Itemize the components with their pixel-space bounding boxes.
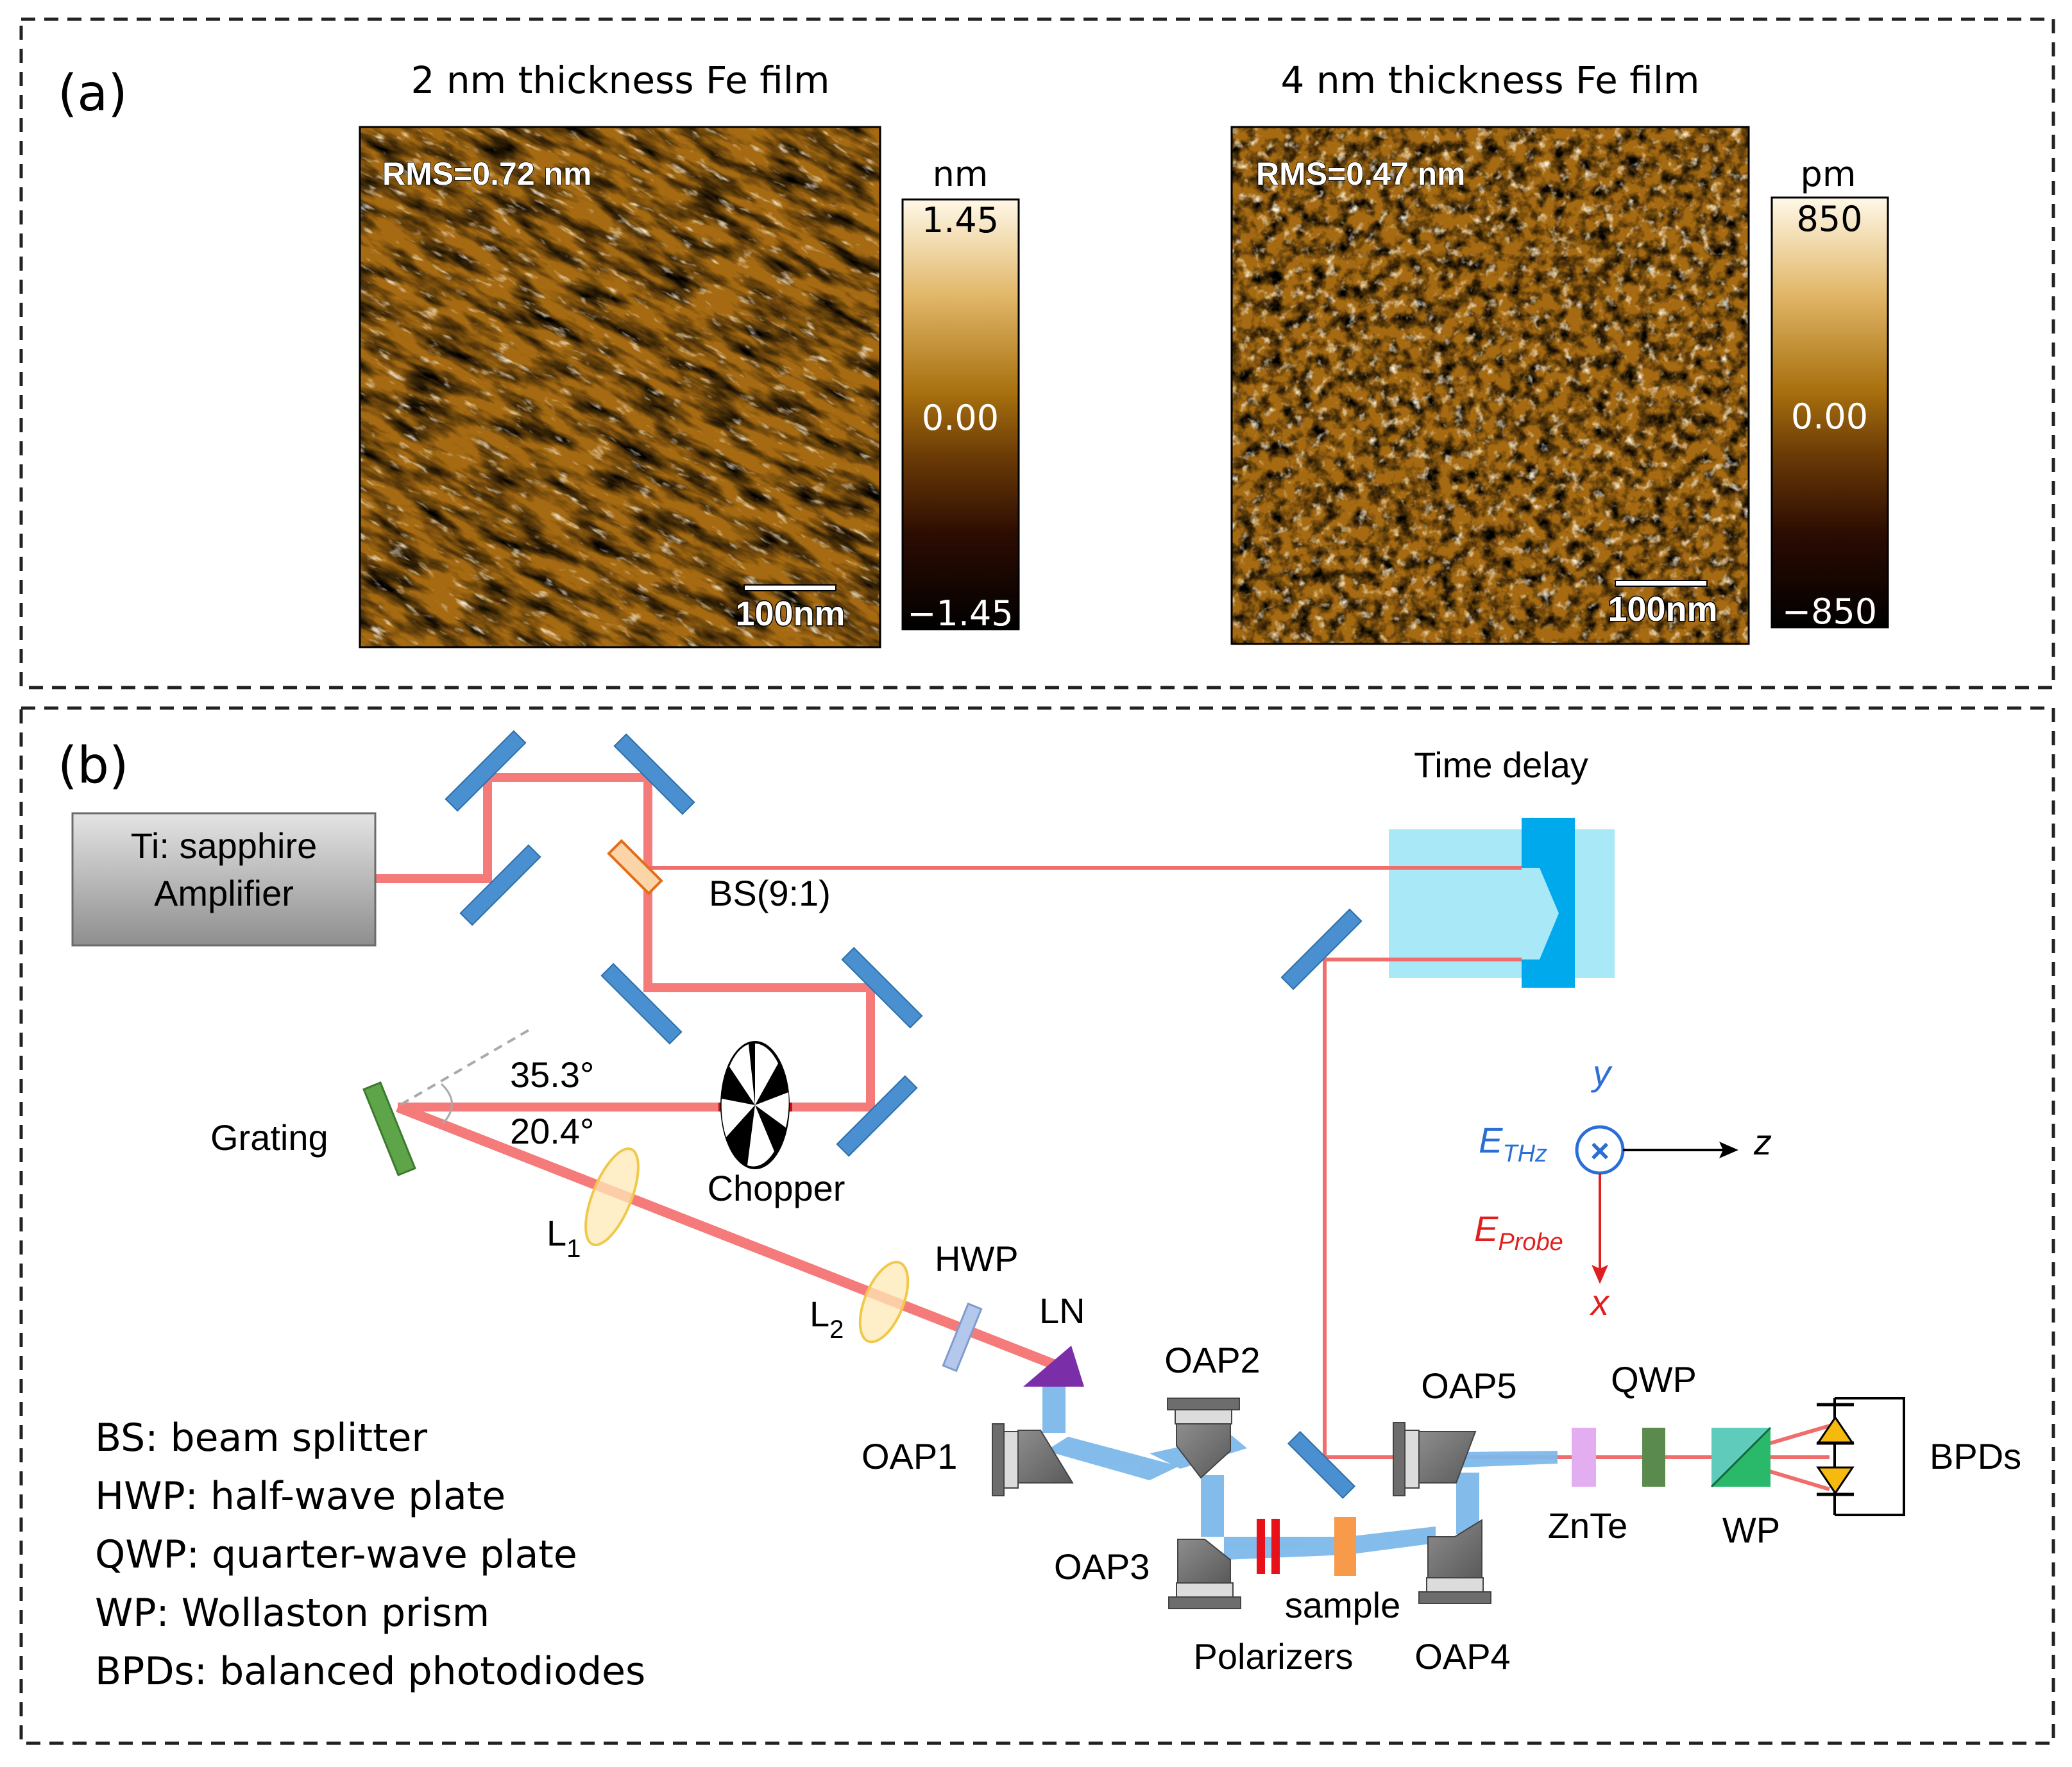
- bs-label: BS(9:1): [709, 873, 831, 913]
- afm2-image: [1232, 127, 1749, 644]
- time-delay-bg: [1389, 829, 1615, 978]
- axis-y-label: y: [1590, 1053, 1613, 1093]
- afm2-frame: [1230, 126, 1750, 645]
- time-delay-label: Time delay: [1414, 745, 1588, 785]
- mirror-8: [1287, 1430, 1356, 1500]
- afm1-frame: [359, 126, 881, 648]
- cbar1-mid: 0.00: [922, 398, 999, 438]
- znte-label: ZnTe: [1548, 1505, 1628, 1546]
- axis-origin-cross: ×: [1590, 1133, 1609, 1170]
- bpds-label: BPDs: [1930, 1436, 2021, 1476]
- lens-l2-label: L2: [810, 1294, 844, 1344]
- polarizer-1: [1257, 1519, 1265, 1574]
- legend-item: HWP: half-wave plate: [95, 1474, 505, 1519]
- ln-crystal: [1023, 1346, 1084, 1387]
- afm1-rms: RMS=0.72 nm: [382, 156, 592, 192]
- oap4: [1418, 1519, 1491, 1604]
- znte: [1572, 1428, 1596, 1487]
- sample: [1334, 1517, 1356, 1576]
- cbar2-min: −850: [1782, 591, 1877, 632]
- mirror-5: [841, 947, 923, 1029]
- amplifier-box: [71, 812, 377, 947]
- oap2-label: OAP2: [1164, 1340, 1260, 1380]
- angle1-label: 35.3°: [510, 1054, 594, 1095]
- angle2-label: 20.4°: [510, 1111, 594, 1151]
- mirror-4: [600, 963, 683, 1045]
- cbar2-max: 850: [1796, 199, 1862, 239]
- oap3: [1168, 1539, 1241, 1609]
- afm2-scalebar: [1615, 580, 1708, 587]
- e-thz-label: ETHz: [1479, 1120, 1547, 1167]
- cbar1-min: −1.45: [907, 593, 1013, 634]
- legend-item: WP: Wollaston prism: [95, 1591, 489, 1636]
- oap5: [1393, 1422, 1477, 1496]
- oap2: [1167, 1398, 1240, 1479]
- angle-ref-dash: [400, 1027, 532, 1106]
- afm2-rms: RMS=0.47 nm: [1256, 156, 1466, 192]
- beam-splitter: [607, 839, 663, 895]
- legend: BS: beam splitter HWP: half-wave plate Q…: [95, 1416, 645, 1694]
- amplifier-line2: Amplifier: [154, 873, 294, 913]
- cbar2: [1771, 196, 1889, 629]
- afm1-image: [360, 127, 880, 647]
- oap1: [992, 1423, 1074, 1496]
- cbar2-unit: pm: [1801, 154, 1856, 194]
- afm1-scalebar: [743, 584, 836, 591]
- time-delay-stage: [1522, 818, 1575, 988]
- hwp-label: HWP: [935, 1239, 1019, 1279]
- qwp-label: QWP: [1611, 1359, 1697, 1399]
- wp-label: WP: [1722, 1510, 1780, 1550]
- wollaston-prism: [1710, 1426, 1772, 1488]
- panel-b-border: [19, 706, 2055, 1745]
- mirror-6: [836, 1075, 918, 1157]
- oap3-label: OAP3: [1054, 1546, 1150, 1587]
- oap4-label: OAP4: [1414, 1636, 1510, 1677]
- sample-label: sample: [1285, 1585, 1401, 1625]
- hwp: [942, 1302, 983, 1373]
- chopper: [720, 1041, 790, 1169]
- polarizers-label: Polarizers: [1194, 1636, 1354, 1677]
- mirrors: [445, 730, 1363, 1500]
- ln-label: LN: [1039, 1290, 1085, 1331]
- panel-b-label: (b): [58, 737, 128, 795]
- afm2-title: 4 nm thickness Fe film: [1281, 58, 1700, 102]
- grating: [362, 1081, 416, 1176]
- afm2-scalebar-label: 100nm: [1608, 590, 1717, 629]
- e-probe-label: EProbe: [1474, 1208, 1563, 1256]
- oap5-label: OAP5: [1421, 1365, 1516, 1406]
- lens-l2: [858, 1260, 910, 1344]
- legend-item: BPDs: balanced photodiodes: [95, 1649, 645, 1694]
- mirror-7: [1280, 908, 1363, 990]
- cbar1-unit: nm: [933, 154, 989, 194]
- cbar1-max: 1.45: [922, 200, 999, 241]
- panel-a-border: [19, 17, 2055, 689]
- axis-x-label: x: [1589, 1282, 1610, 1323]
- afm1-scalebar-label: 100nm: [735, 595, 845, 633]
- bpds: [1816, 1397, 1905, 1516]
- oap1-label: OAP1: [862, 1436, 957, 1476]
- mirror-1: [445, 730, 527, 812]
- cbar2-mid: 0.00: [1791, 396, 1868, 437]
- legend-item: QWP: quarter-wave plate: [95, 1532, 577, 1577]
- polarizer-2: [1271, 1519, 1280, 1574]
- chopper-label: Chopper: [708, 1168, 845, 1208]
- afm1-title: 2 nm thickness Fe film: [411, 58, 830, 102]
- mirror-2: [613, 733, 695, 815]
- lens-l1: [584, 1147, 640, 1247]
- axes-inset: y × z x ETHz EProbe: [1474, 1053, 1772, 1323]
- grating-label: Grating: [210, 1117, 328, 1158]
- legend-item: BS: beam splitter: [95, 1416, 427, 1460]
- panel-a-label: (a): [58, 65, 128, 123]
- cbar1: [901, 198, 1020, 630]
- angle-arc: [440, 1083, 453, 1125]
- amplifier-line1: Ti: sapphire: [131, 825, 318, 866]
- axis-z-label: z: [1753, 1122, 1772, 1162]
- lens-l1-label: L1: [547, 1213, 581, 1263]
- mirror-3: [459, 844, 541, 926]
- qwp: [1642, 1428, 1665, 1487]
